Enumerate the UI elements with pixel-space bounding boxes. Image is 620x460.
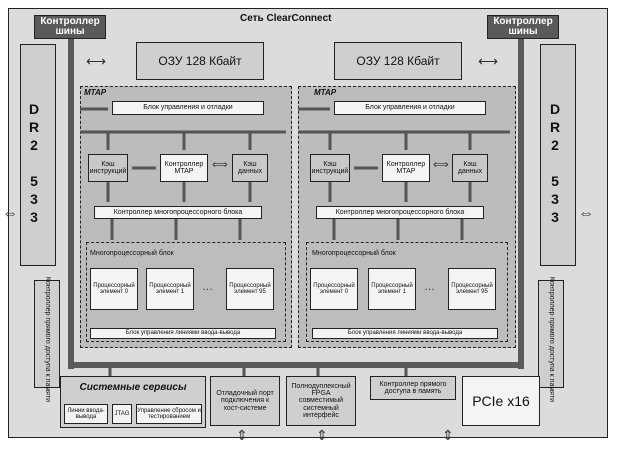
cache-data-left: Кэш данных: [232, 154, 268, 182]
mgmt-block-left: Блок управления и отладки: [112, 101, 264, 115]
pe-dots-right-icon: …: [424, 281, 435, 293]
mtap-controller-left: Контроллер MTAP: [160, 154, 208, 182]
ddr-right: [540, 44, 576, 266]
cache-data-right: Кэш данных: [452, 154, 488, 182]
io-lines: Линии ввода-вывода: [64, 404, 108, 424]
cache-instr-left: Кэш инструкций: [88, 154, 128, 182]
bus-line-bottom: [68, 362, 524, 368]
bus-controller-right: Контроллер шины: [487, 15, 559, 39]
pe95-left: Процессорный элемент 95: [226, 268, 274, 310]
cache-link-left-icon: ⟺: [212, 159, 228, 171]
ram-left-arrow-icon: ⟷: [86, 53, 107, 69]
pe95-right: Процессорный элемент 95: [448, 268, 496, 310]
mp-block-left-label: Многопроцессорный блок: [90, 250, 174, 257]
ddr-right-arrow-icon: ⇔: [578, 205, 594, 222]
ram-left: ОЗУ 128 Кбайт: [136, 42, 264, 80]
system-services-title: Системные сервисы: [79, 382, 187, 393]
fpga-arrow-icon: ⇕: [316, 427, 328, 443]
ddr-left: [20, 44, 56, 266]
ram-right: ОЗУ 128 Кбайт: [334, 42, 462, 80]
pcie-arrow-icon: ⇕: [442, 427, 454, 443]
dma-side-right: [538, 280, 564, 388]
reset-test: Управление сбросом и тестированием: [136, 404, 202, 424]
bus-controller-left: Контроллер шины: [34, 15, 106, 39]
bus-title: Сеть ClearConnect: [240, 13, 332, 24]
jtag: JTAG: [112, 404, 132, 424]
mtap-right-label: MTAP: [314, 88, 337, 97]
bus-line-right: [518, 39, 524, 369]
cache-link-right-icon: ⟺: [433, 159, 449, 171]
mp-controller-right: Контроллер многопроцессорного блока: [316, 206, 484, 219]
pe1-right: Процессорный элемент 1: [368, 268, 416, 310]
pe0-right: Процессорный элемент 0: [310, 268, 358, 310]
pcie: PCIe x16: [462, 376, 540, 426]
mgmt-block-right: Блок управления и отладки: [334, 101, 486, 115]
mp-block-right-label: Многопроцессорный блок: [312, 250, 396, 257]
pe1-left: Процессорный элемент 1: [146, 268, 194, 310]
fpga-interface: Полнодуплексный FPGA совместимый системн…: [286, 376, 356, 426]
io-block-right: Блок управления линиями ввода-вывода: [312, 328, 498, 339]
pe0-left: Процессорный элемент 0: [90, 268, 138, 310]
mtap-controller-right: Контроллер MTAP: [382, 154, 430, 182]
mtap-left-label: MTAP: [84, 88, 107, 97]
bus-line-left: [68, 39, 74, 369]
dma-bottom: Контроллер прямого доступа в память: [370, 376, 456, 400]
io-block-left: Блок управления линиями ввода-вывода: [90, 328, 276, 339]
debug-port-arrow-icon: ⇕: [236, 427, 248, 443]
ram-right-arrow-icon: ⟷: [478, 53, 499, 69]
dma-side-left: [34, 280, 60, 388]
ddr-left-arrow-icon: ⇔: [2, 205, 18, 222]
debug-port: Отладочный порт подключения к хост-систе…: [210, 376, 280, 426]
mp-controller-left: Контроллер многопроцессорного блока: [94, 206, 262, 219]
cache-instr-right: Кэш инструкций: [310, 154, 350, 182]
pe-dots-left-icon: …: [202, 281, 213, 293]
